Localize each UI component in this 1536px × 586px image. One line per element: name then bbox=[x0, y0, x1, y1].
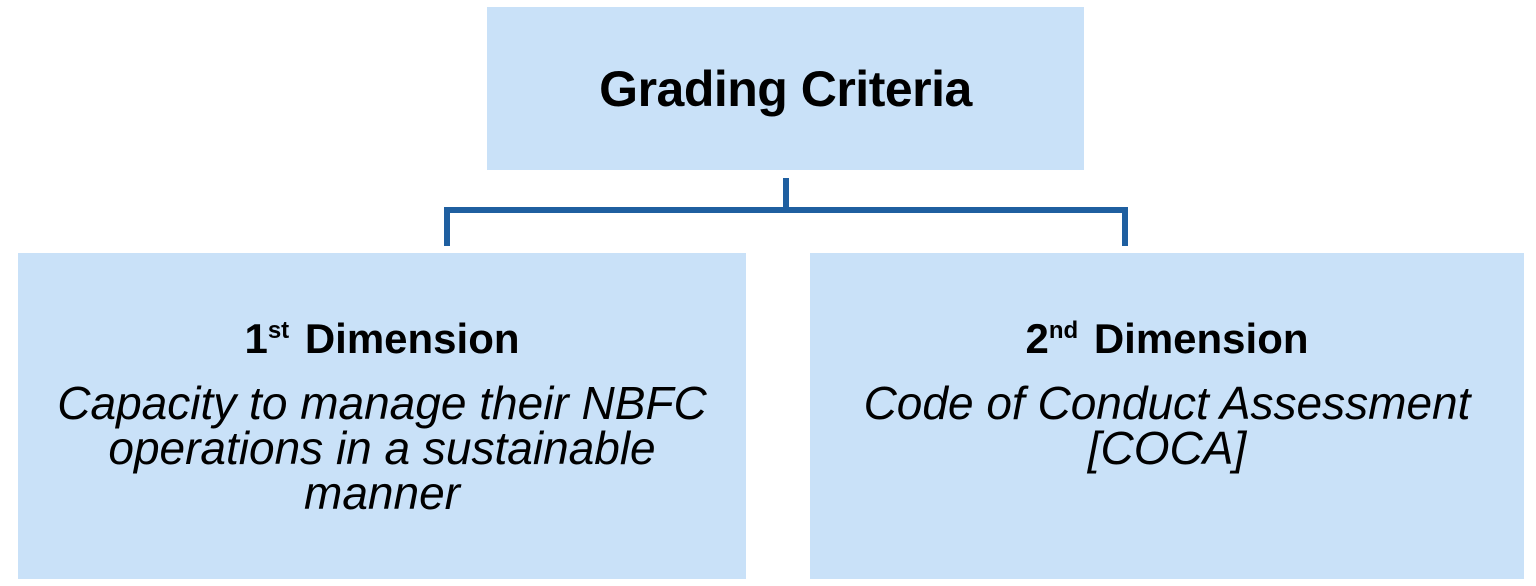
heading-number: 2 bbox=[1025, 315, 1049, 362]
child-heading: 1st Dimension bbox=[244, 315, 519, 363]
child-node-second-dimension: 2nd Dimension Code of Conduct Assessment… bbox=[810, 253, 1524, 579]
root-node: Grading Criteria bbox=[487, 7, 1084, 170]
heading-ordinal-suffix: nd bbox=[1048, 317, 1079, 344]
child-heading: 2nd Dimension bbox=[1025, 315, 1308, 363]
child-description: Capacity to manage their NBFC operations… bbox=[57, 377, 707, 519]
child-description: Code of Conduct Assessment [COCA] bbox=[863, 377, 1471, 474]
child-node-first-dimension: 1st Dimension Capacity to manage their N… bbox=[18, 253, 746, 579]
heading-ordinal-suffix: st bbox=[267, 317, 290, 344]
heading-label: Dimension bbox=[1082, 315, 1309, 362]
root-title: Grading Criteria bbox=[599, 60, 972, 117]
heading-label: Dimension bbox=[293, 315, 520, 362]
heading-number: 1 bbox=[244, 315, 268, 362]
